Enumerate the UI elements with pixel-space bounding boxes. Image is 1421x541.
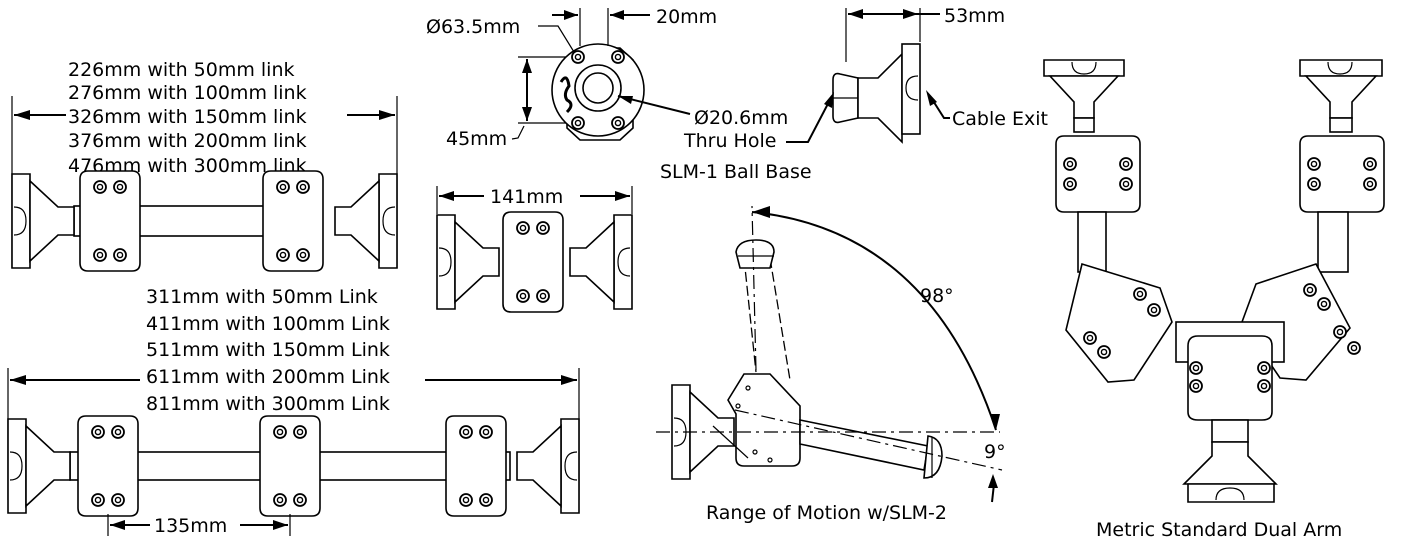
dual-arm-group: Metric Standard Dual Arm (1043, 59, 1384, 541)
ball-base-side-group: 53mm Cable Exit (786, 5, 1048, 144)
dual-arm-center-column (1175, 321, 1285, 503)
short-arm-length-line: 226mm with 50mm link (68, 59, 295, 81)
dual-arm-right-column (1299, 59, 1384, 273)
rom-knuckle (671, 373, 801, 480)
single-knuckle-group: 141mm (436, 186, 633, 312)
long-arm-length-line: 411mm with 100mm Link (146, 313, 390, 335)
short-arm-group: 226mm with 50mm link 276mm with 100mm li… (11, 59, 398, 271)
short-arm-body (11, 171, 398, 271)
rom-angle-lines: 98° 9° (656, 205, 1006, 503)
ball-base-width-label: 45mm (446, 128, 507, 150)
short-arm-length-labels: 226mm with 50mm link 276mm with 100mm li… (68, 59, 307, 177)
long-arm-length-line: 511mm with 150mm Link (146, 339, 390, 361)
ball-base-side-view (832, 43, 921, 144)
single-knuckle-body (436, 212, 633, 312)
single-knuckle-dimension: 141mm (436, 186, 633, 214)
long-arm-clamp (78, 416, 138, 516)
single-knuckle-width-label: 141mm (490, 186, 563, 208)
long-arm-length-line: 611mm with 200mm Link (146, 366, 390, 388)
dual-arm-left-elbow (1065, 262, 1173, 383)
short-arm-clamp (263, 171, 323, 271)
short-arm-length-line: 326mm with 150mm link (68, 106, 307, 128)
side-view-dimensions: 53mm Cable Exit (786, 5, 1048, 143)
ball-base-caption: SLM-1 Ball Base (660, 161, 812, 183)
range-of-motion-group: 98° 9° Range of Motion w/SLM-2 (656, 205, 1006, 524)
ball-base-height-label: 20mm (656, 6, 717, 28)
short-arm-length-line: 376mm with 200mm link (68, 130, 307, 152)
long-arm-body (7, 416, 580, 516)
rom-caption: Range of Motion w/SLM-2 (706, 502, 947, 524)
ball-base-diameter-label: Ø63.5mm (426, 16, 520, 38)
long-arm-group: 311mm with 50mm Link 411mm with 100mm Li… (7, 286, 580, 537)
short-arm-clamp (80, 171, 140, 271)
rom-arm-down (799, 419, 943, 479)
long-arm-spacing-label: 135mm (154, 515, 227, 537)
long-arm-length-labels: 311mm with 50mm Link 411mm with 100mm Li… (146, 286, 390, 415)
long-arm-clamp (446, 416, 506, 516)
side-view-depth-label: 53mm (944, 5, 1005, 27)
dual-arm-left-column (1043, 59, 1140, 273)
long-arm-clamp (260, 416, 320, 516)
rom-arm-up (735, 239, 791, 381)
rom-angle-up-label: 98° (920, 285, 954, 307)
rom-angle-down-label: 9° (984, 441, 1006, 463)
ball-base-thru-hole-label: Thru Hole (683, 130, 776, 152)
dual-arm-caption: Metric Standard Dual Arm (1096, 519, 1342, 541)
short-arm-length-line: 276mm with 100mm link (68, 82, 307, 104)
ball-base-hole-label: Ø20.6mm (694, 107, 788, 129)
long-arm-spacing-dimension: 135mm (107, 514, 291, 537)
ball-base-dimensions: 20mm Ø63.5mm 45mm Ø20.6mm Thru Hole SLM-… (426, 6, 812, 183)
ball-base-top-view (551, 43, 645, 141)
long-arm-length-line: 811mm with 300mm Link (146, 393, 390, 415)
cable-exit-label: Cable Exit (952, 108, 1048, 130)
ball-base-group: 20mm Ø63.5mm 45mm Ø20.6mm Thru Hole SLM-… (426, 6, 812, 183)
long-arm-length-line: 311mm with 50mm Link (146, 286, 378, 308)
